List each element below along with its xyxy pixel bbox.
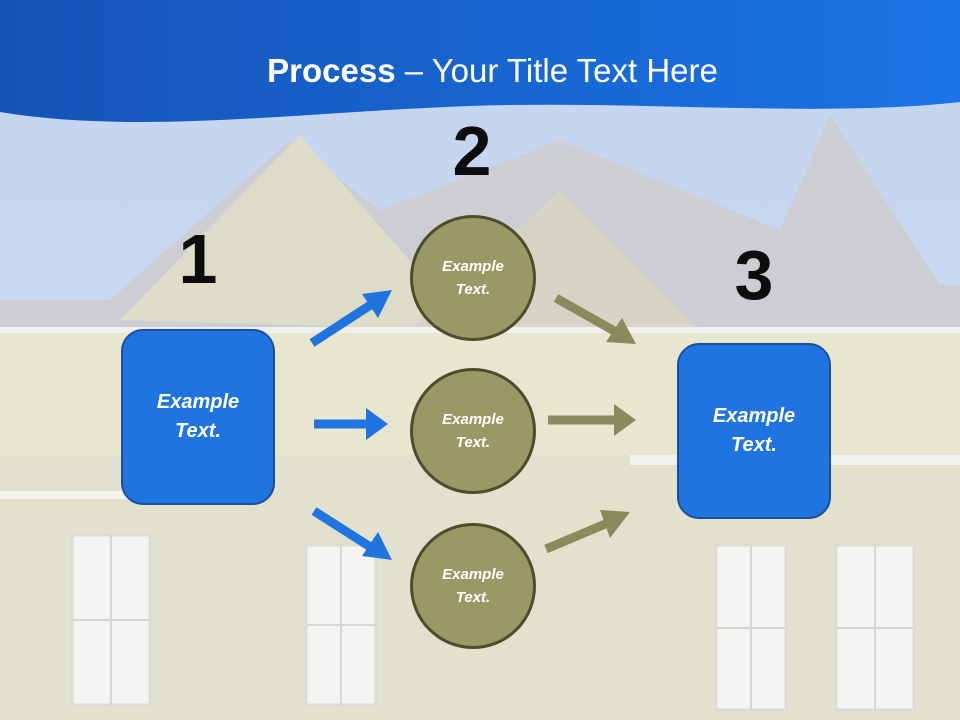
title-bold: Process <box>267 52 396 89</box>
step-number-2: 2 <box>452 112 492 190</box>
slide-title: Process – Your Title Text Here <box>0 52 960 90</box>
step-number-1: 1 <box>178 220 218 298</box>
process-circle-middle-label: Example Text. <box>442 411 504 451</box>
end-box: Example Text. <box>677 343 831 519</box>
process-circle-bottom-label: Example Text. <box>442 566 504 606</box>
arrow-to-bottom-circle <box>311 507 392 560</box>
step-number-3: 3 <box>734 236 774 314</box>
process-circle-bottom: Example Text. <box>410 523 536 649</box>
arrow-from-middle-circle <box>548 404 636 436</box>
process-circle-middle: Example Text. <box>410 368 536 494</box>
title-rest: – Your Title Text Here <box>395 52 718 89</box>
arrow-from-top-circle <box>553 294 636 344</box>
end-box-label: Example Text. <box>712 405 796 456</box>
process-circle-top-label: Example Text. <box>442 258 504 298</box>
arrow-from-bottom-circle <box>544 510 630 554</box>
start-box-label: Example Text. <box>156 391 240 442</box>
process-circle-top: Example Text. <box>410 215 536 341</box>
start-box: Example Text. <box>121 329 275 505</box>
arrow-to-middle-circle <box>314 408 388 440</box>
arrow-to-top-circle <box>309 290 392 347</box>
